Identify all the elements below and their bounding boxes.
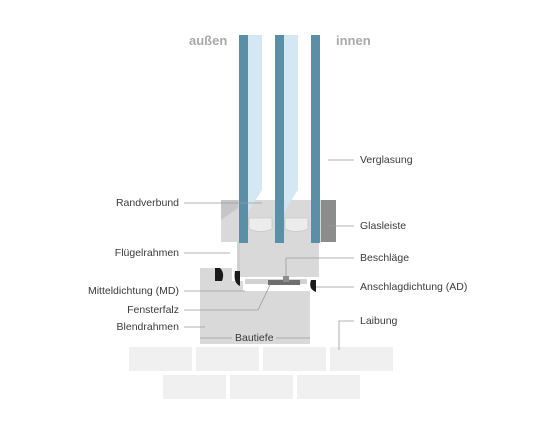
brick — [297, 375, 360, 399]
label-fensterfalz: Fensterfalz — [127, 304, 179, 316]
brick — [196, 347, 259, 371]
leader-fensterfalz — [184, 284, 271, 311]
brick — [330, 347, 393, 371]
leader-lines — [184, 159, 354, 350]
randverbund-spacers — [248, 217, 309, 232]
sash-top-shade — [221, 200, 238, 220]
glass-pane-outer — [239, 35, 248, 243]
anschlagdichtung-seal — [310, 280, 316, 292]
mitteldichtung-seal — [215, 268, 224, 281]
label-bautiefe: Bautiefe — [235, 332, 274, 344]
leader-laibung — [338, 320, 354, 350]
label-beschlaege: Beschläge — [360, 252, 410, 264]
label-mitteldichtung: Mitteldichtung (MD) — [87, 285, 179, 297]
brick — [129, 347, 192, 371]
seals — [215, 268, 316, 292]
label-fluegelrahmen: Flügelrahmen — [114, 247, 179, 259]
label-anschlagdichtung: Anschlagdichtung (AD) — [360, 281, 468, 293]
label-laibung: Laibung — [360, 315, 398, 327]
glass-pane-middle — [275, 35, 284, 243]
glazing-panes — [239, 35, 320, 243]
blendrahmen-frame — [200, 268, 310, 344]
glass-pane-inner — [311, 35, 320, 243]
spacer — [248, 217, 273, 232]
spacer — [284, 217, 309, 232]
inside-label: innen — [336, 33, 371, 48]
glasleiste-bead — [321, 200, 336, 242]
label-blendrahmen: Blendrahmen — [116, 321, 179, 333]
label-glasleiste: Glasleiste — [360, 220, 407, 232]
seal-inner-sash — [234, 271, 240, 286]
brick — [163, 375, 226, 399]
outside-label: außen — [189, 33, 228, 48]
glass-reflection — [248, 35, 262, 212]
brick — [230, 375, 293, 399]
wall-bricks — [129, 347, 393, 399]
glass-reflection — [284, 35, 298, 212]
leader-beschlaege — [285, 257, 354, 276]
label-randverbund: Randverbund — [115, 197, 179, 209]
label-verglasung: Verglasung — [360, 154, 413, 166]
brick — [263, 347, 326, 371]
beschlaege-hardware — [268, 276, 300, 285]
